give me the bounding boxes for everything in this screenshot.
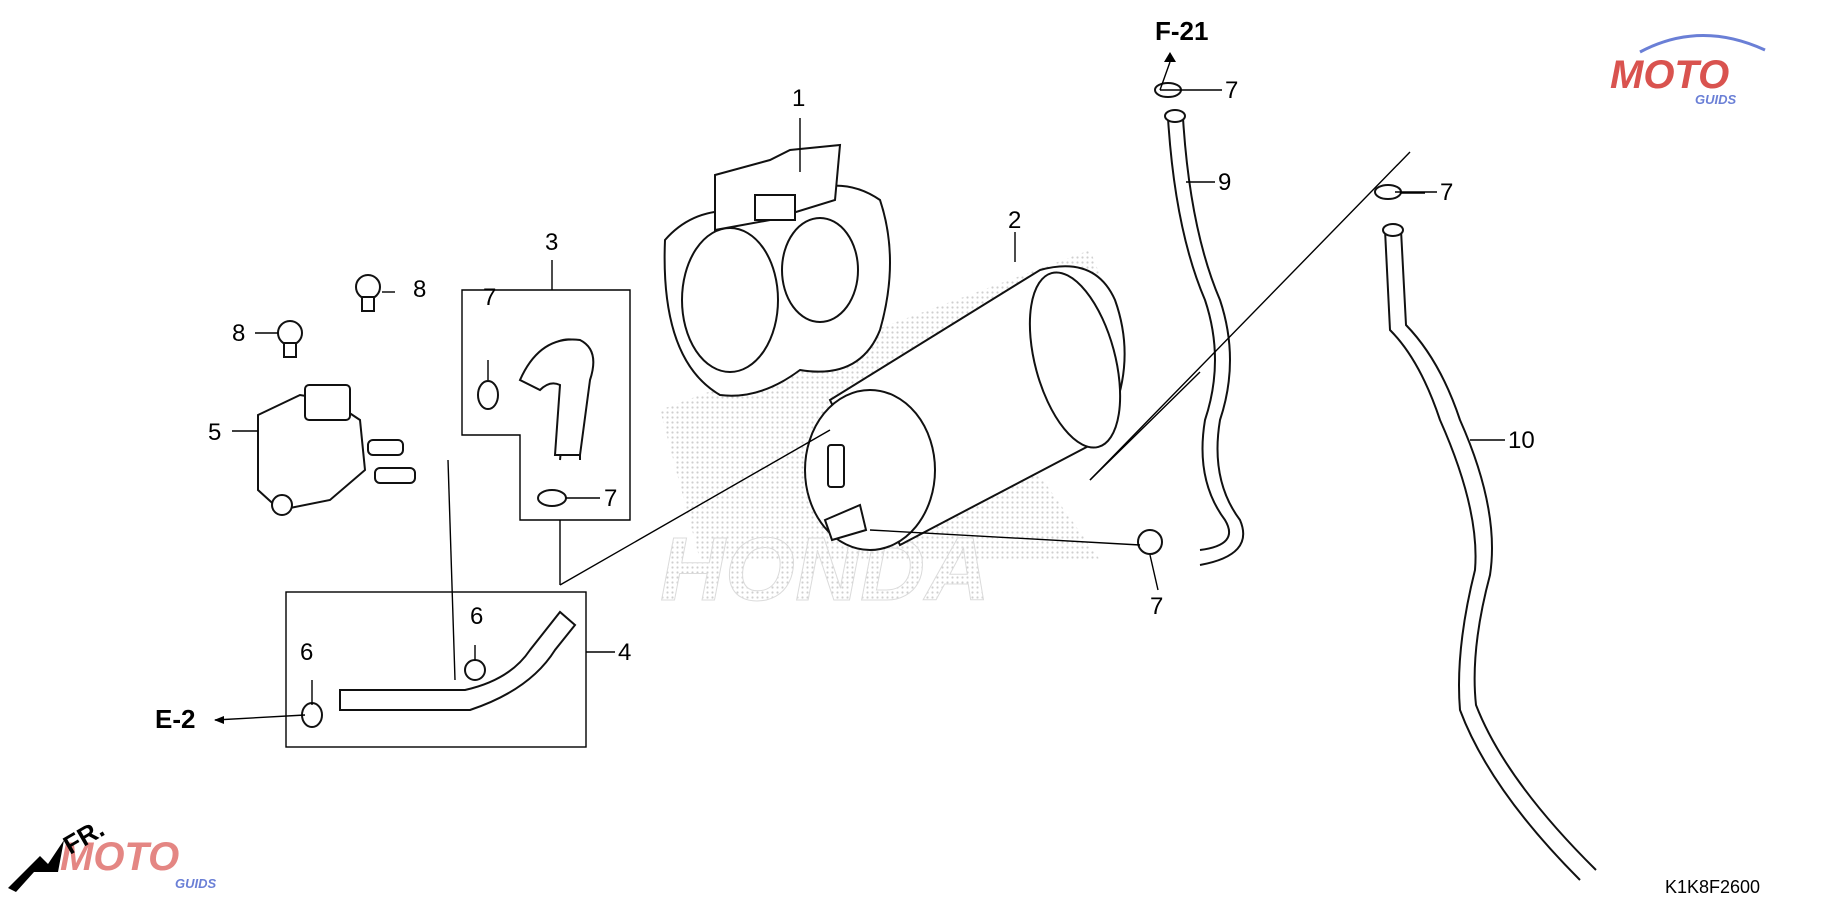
label-part-6b: 6	[300, 639, 313, 666]
ref-e2-label[interactable]: E-2	[155, 704, 195, 734]
logo-swoosh-icon	[1639, 34, 1766, 54]
label-part-8b: 8	[413, 276, 426, 303]
label-part-6a: 6	[470, 603, 483, 630]
arrow-left-icon	[214, 716, 224, 724]
clip-7c	[477, 380, 499, 410]
label-part-8a: 8	[232, 320, 245, 347]
label-part-7e: 7	[1150, 593, 1163, 620]
label-part-5: 5	[208, 419, 221, 446]
label-part-10: 10	[1508, 427, 1535, 454]
clip-7e	[1137, 529, 1163, 555]
bolt-8b	[355, 274, 381, 312]
label-part-7c: 7	[483, 284, 496, 311]
bolt-8a	[277, 320, 303, 358]
leader-lines	[214, 61, 1505, 721]
moto-guids-logo-top: MOTO GUIDS	[1610, 34, 1766, 107]
front-arrow-icon	[8, 840, 64, 892]
canister-cover	[663, 143, 891, 397]
arrow-up-icon	[1164, 52, 1176, 62]
charcoal-canister	[804, 265, 1126, 551]
label-part-7b: 7	[1440, 179, 1453, 206]
hose-10	[1382, 223, 1597, 881]
clip-7d	[537, 489, 567, 507]
logo-brand-top: MOTO	[1610, 53, 1729, 97]
label-part-7d: 7	[604, 485, 617, 512]
label-part-1: 1	[792, 85, 805, 112]
label-part-7a: 7	[1225, 77, 1238, 104]
logo-brand-bottom: MOTO	[60, 835, 179, 879]
honda-watermark-text: HONDA	[660, 520, 990, 620]
moto-guids-logo-bottom: MOTO GUIDS	[60, 835, 217, 891]
label-part-9: 9	[1218, 169, 1231, 196]
purge-solenoid-valve	[257, 384, 416, 516]
label-part-3: 3	[545, 229, 558, 256]
label-part-2: 2	[1008, 207, 1021, 234]
part-3-group	[461, 289, 631, 521]
ref-e2[interactable]: E-2	[155, 704, 224, 734]
logo-sub-bottom: GUIDS	[175, 876, 217, 891]
drawing-code: K1K8F2600	[1665, 877, 1760, 897]
part-4-group	[285, 591, 587, 748]
ref-f21-label[interactable]: F-21	[1155, 16, 1208, 46]
ref-f21[interactable]: F-21	[1155, 16, 1208, 62]
label-part-4: 4	[618, 639, 631, 666]
hose-9	[1164, 109, 1245, 566]
clamp-6a	[464, 659, 486, 681]
logo-sub-top: GUIDS	[1695, 92, 1737, 107]
